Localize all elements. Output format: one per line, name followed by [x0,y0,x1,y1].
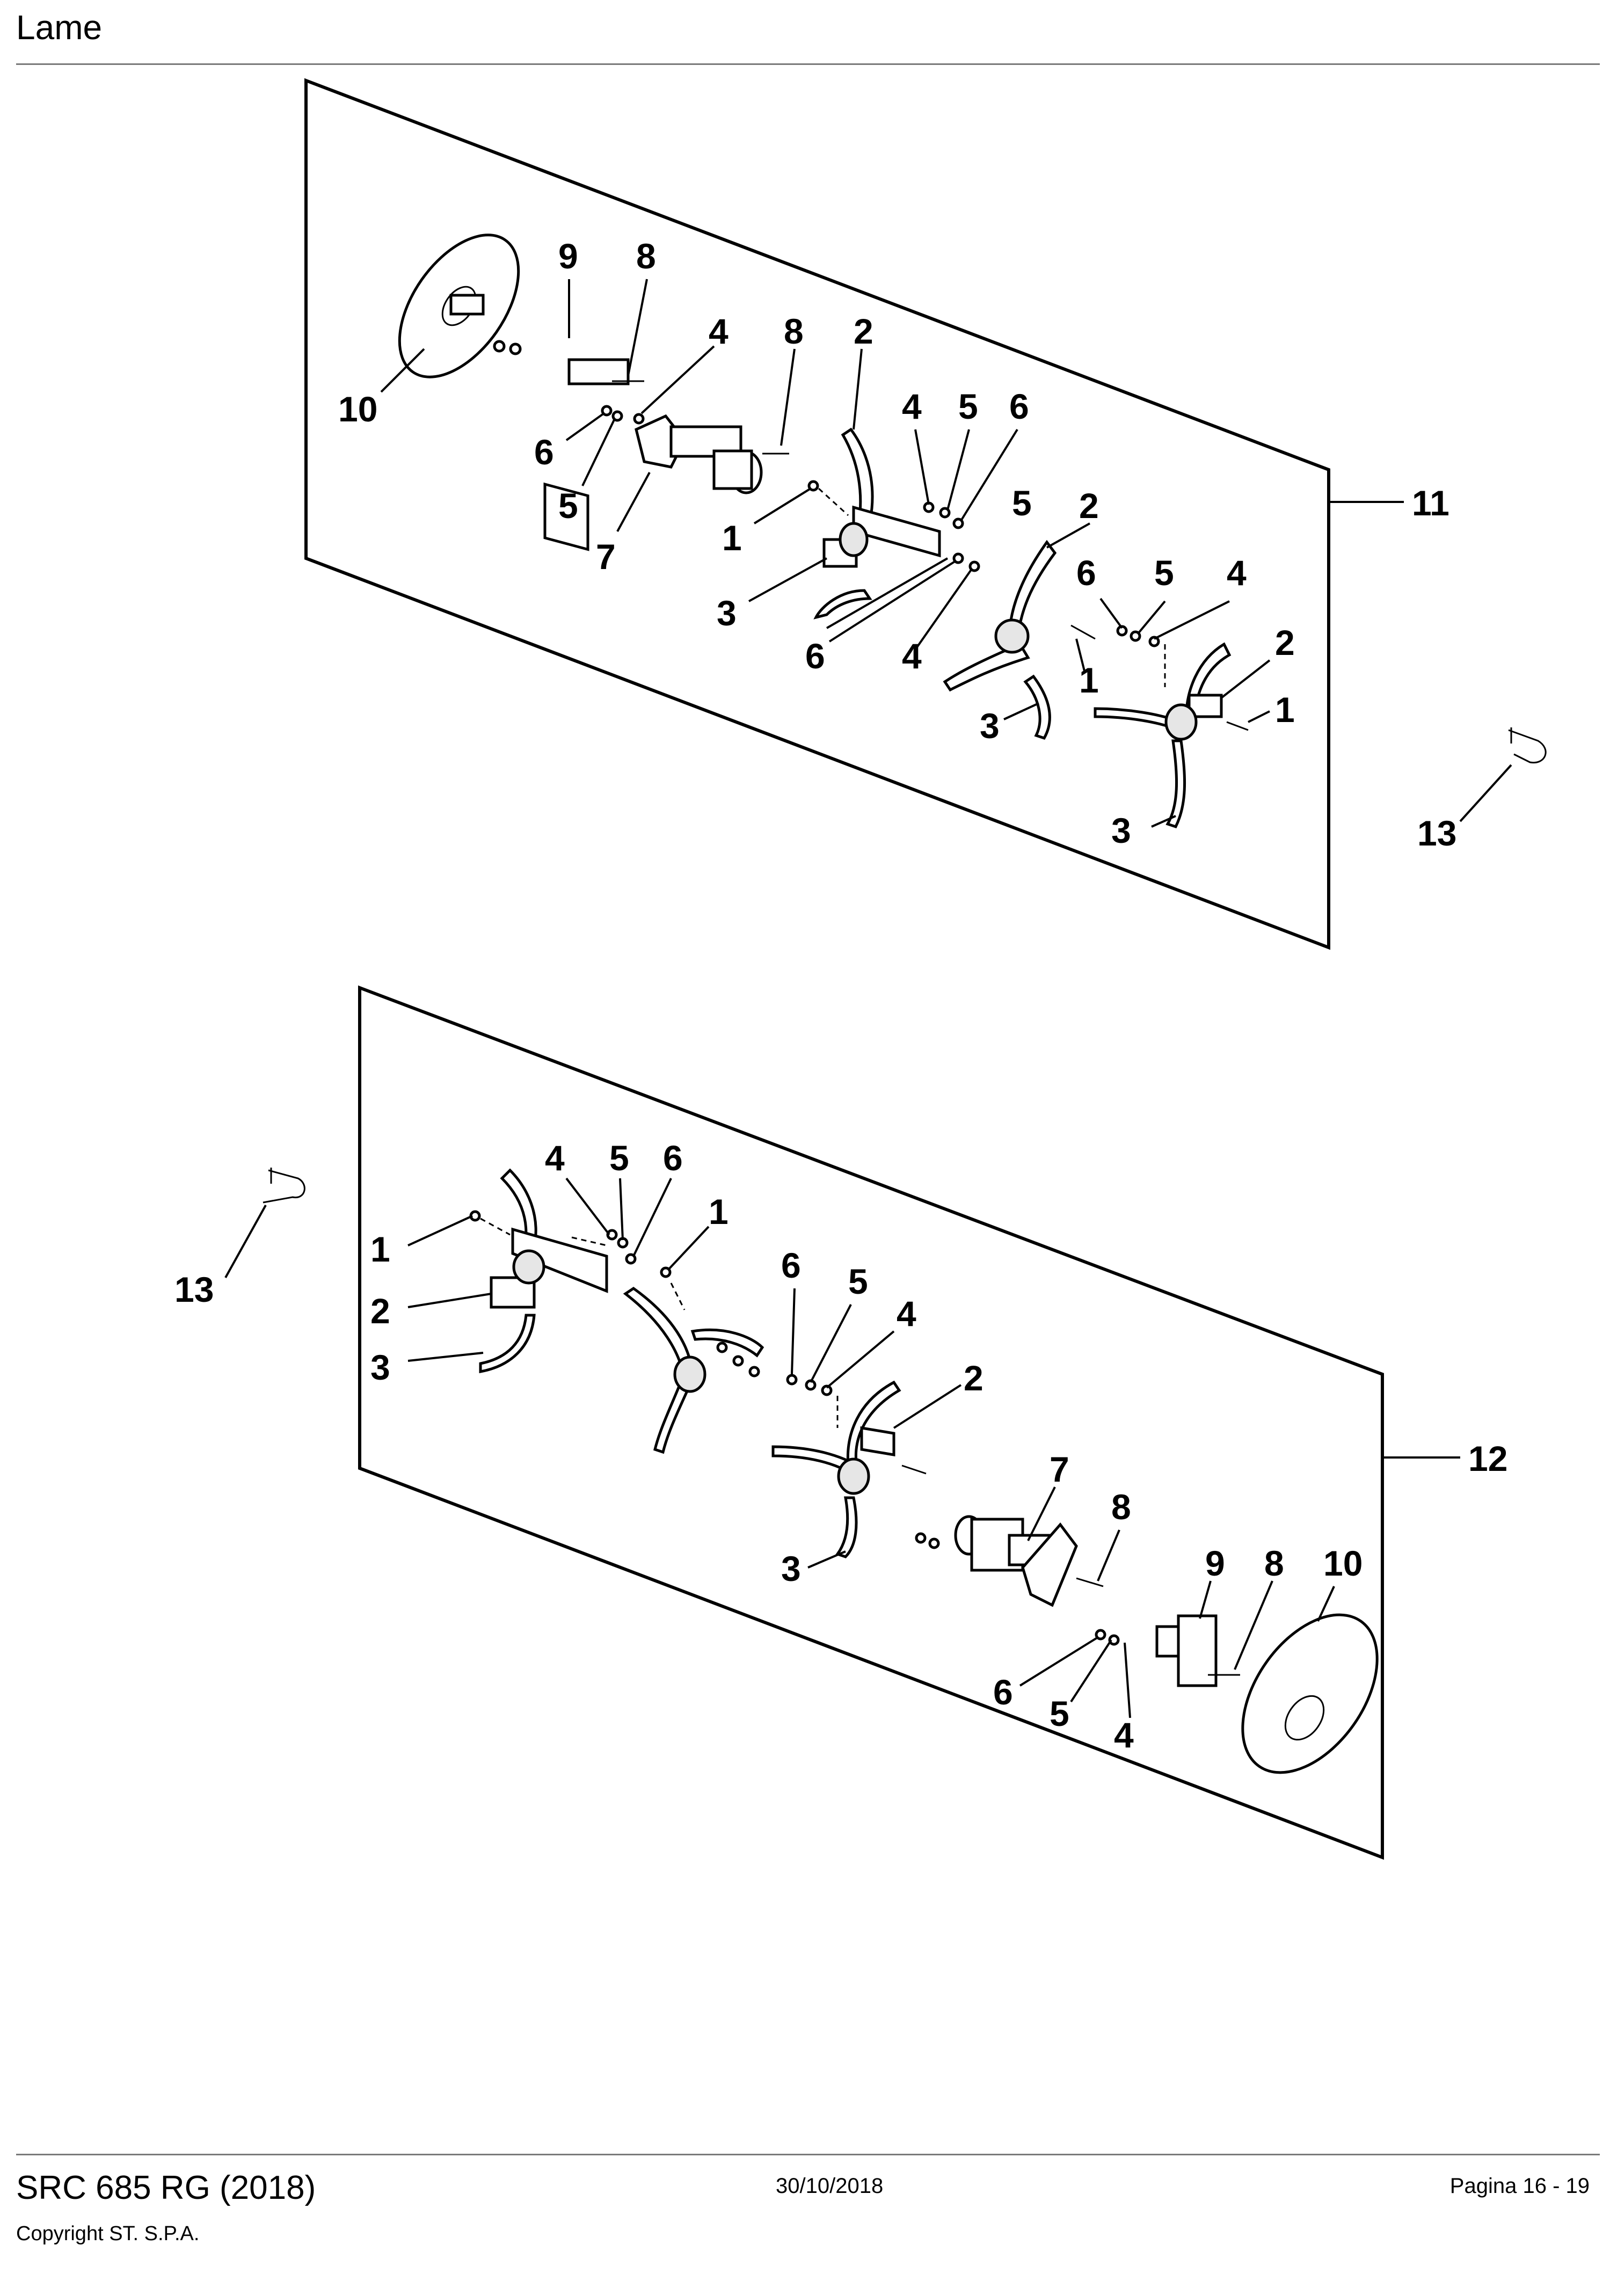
callout-bottom-5: 1 [370,1229,390,1269]
footer-model: SRC 685 RG (2018) [16,2169,316,2206]
callout-top-15: 5 [1012,483,1032,523]
callout-bottom-6: 1 [709,1192,728,1231]
footer-copyright: Copyright ST. S.P.A. [16,2222,200,2245]
leaders-bottom [224,1177,1460,1718]
panel-11-outline [304,78,1330,950]
callout-top-13: 1 [722,518,742,558]
callout-top-2: 9 [558,236,578,276]
blade-set-top-c [1094,625,1249,829]
part-13-pin-top [1508,727,1547,763]
callout-top-6: 2 [854,311,873,351]
callout-bottom-9: 6 [781,1245,801,1285]
callout-bottom-14: 7 [1050,1449,1069,1489]
callout-top-22: 1 [1079,660,1099,700]
part-9-hub-bottom [1095,1614,1240,1687]
callout-bottom-11: 4 [897,1294,916,1333]
callout-top-12: 7 [596,537,616,577]
callout-bottom-20: 5 [1050,1694,1069,1733]
page-title: Lame [16,8,103,47]
callout-bottom-12: 2 [964,1358,984,1398]
header-divider [16,63,1600,65]
part-10-disc-bottom [1241,1613,1379,1774]
callout-top-17: 6 [805,636,825,676]
callout-top-28: 13 [1417,813,1456,853]
callout-bottom-19: 6 [993,1672,1013,1712]
callout-top-9: 6 [1009,387,1029,426]
blade-set-bottom-a [469,1168,637,1373]
part-9-hub [493,340,644,551]
callout-bottom-4: 6 [663,1138,683,1178]
callout-bottom-8: 3 [370,1347,390,1387]
callout-bottom-1: 13 [174,1270,214,1309]
footer-page-number: Pagina 16 - 19 [1449,2174,1590,2198]
blade-set-top-a [807,427,964,619]
callout-bottom-18: 10 [1323,1543,1363,1583]
callout-top-11: 5 [558,486,578,526]
part-7-shaft [601,405,789,494]
callout-top-1: 10 [338,389,377,429]
callout-top-18: 6 [1076,553,1096,593]
callout-bottom-15: 8 [1111,1487,1131,1527]
callout-top-26: 3 [1111,811,1131,850]
callout-top-24: 1 [1275,690,1295,730]
callout-top-3: 8 [636,236,656,276]
blade-set-top-b [943,540,1096,740]
part-13-pin-bottom [263,1168,305,1204]
callout-top-8: 5 [958,387,978,426]
callout-top-21: 4 [902,636,922,676]
callout-top-7: 4 [902,387,922,426]
footer-date: 30/10/2018 [776,2174,884,2198]
blade-set-bottom-b [623,1266,764,1454]
leaders-top [380,279,1512,828]
callout-bottom-13: 3 [781,1549,801,1588]
callout-top-23: 2 [1275,623,1295,662]
part-10-disc [398,234,520,378]
callout-top-20: 4 [1227,553,1247,593]
callout-top-16: 2 [1079,486,1099,526]
callout-bottom-3: 5 [609,1138,629,1178]
callout-bottom-17: 8 [1264,1543,1284,1583]
callout-top-4: 4 [709,311,728,351]
callout-bottom-16: 9 [1205,1543,1225,1583]
panel-12-outline [358,985,1384,1860]
callout-top-5: 8 [784,311,804,351]
callout-bottom-7: 2 [370,1291,390,1331]
callout-top-27: 11 [1412,483,1449,523]
callout-top-25: 3 [980,706,1000,746]
callout-top-19: 5 [1154,553,1174,593]
assembly-top: 10 9 8 4 8 2 4 5 6 6 5 7 1 3 5 2 6 6 5 4… [304,78,1547,950]
callout-top-14: 3 [717,593,737,633]
assembly-bottom: 13 4 5 6 1 1 2 3 6 5 4 2 3 7 8 9 8 10 6 … [174,985,1507,1860]
callout-top-10: 6 [534,432,554,472]
callout-bottom-2: 4 [545,1138,565,1178]
callout-bottom-10: 5 [848,1262,868,1301]
footer-divider [16,2154,1600,2155]
blade-set-bottom-c [771,1374,927,1558]
part-7-shaft-bottom [915,1515,1104,1607]
callout-bottom-22: 12 [1468,1439,1507,1478]
callout-bottom-21: 4 [1114,1715,1134,1755]
